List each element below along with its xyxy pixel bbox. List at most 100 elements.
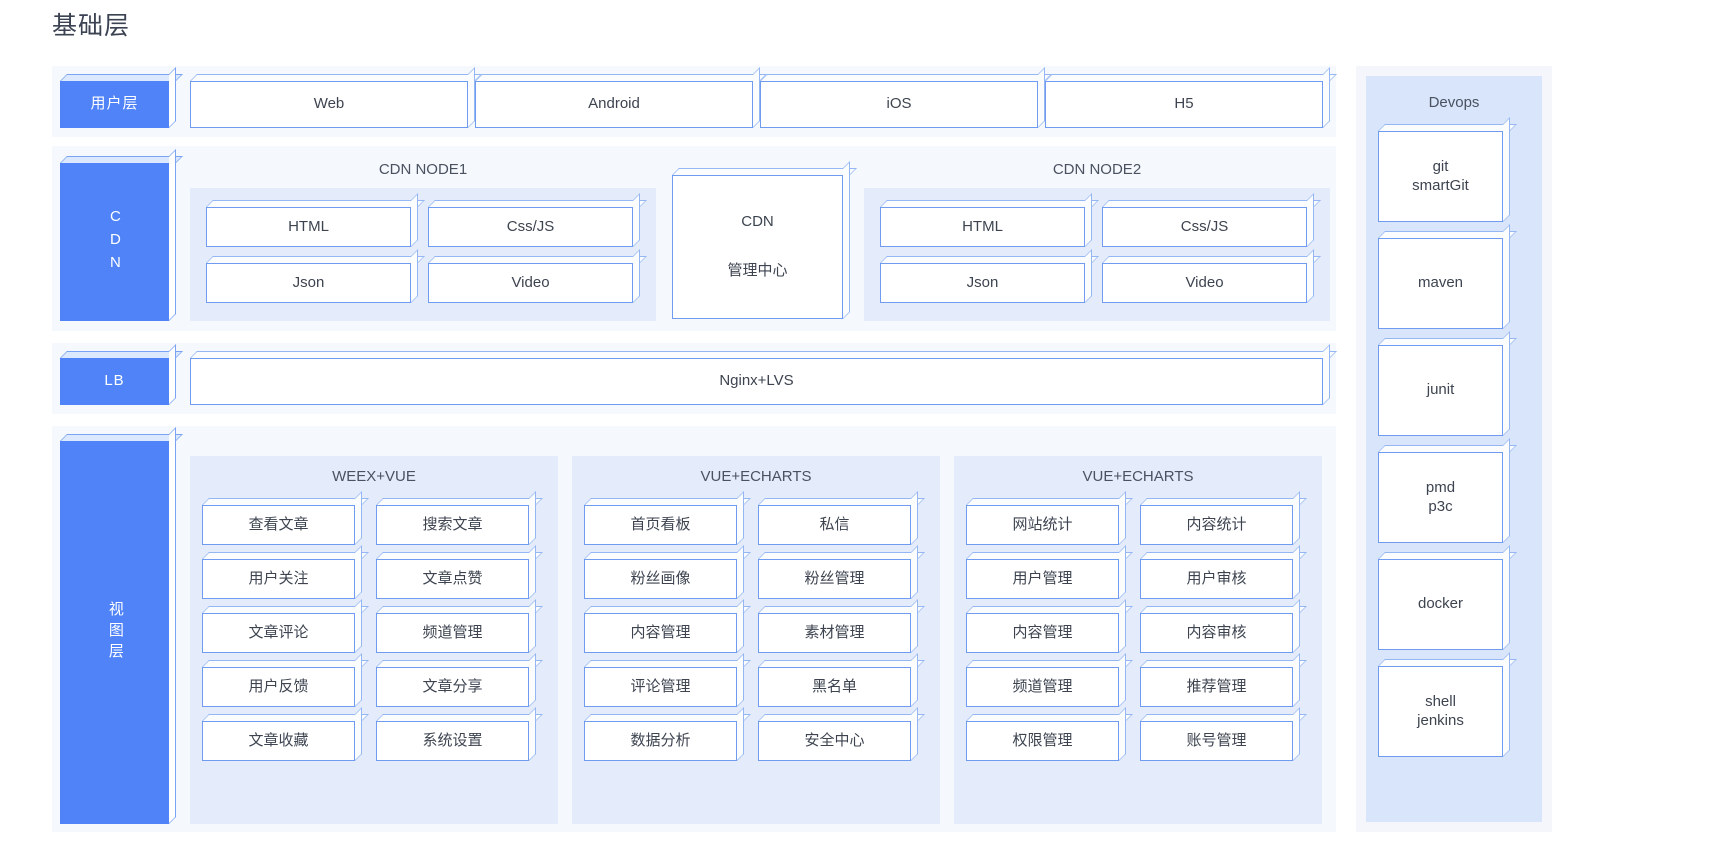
view-group-0-item-4[interactable]: 文章评论 — [202, 599, 369, 653]
view-group-2-item-8[interactable]: 权限管理 — [966, 707, 1133, 761]
view-group-1-item-4[interactable]: 内容管理 — [584, 599, 751, 653]
cdn-node1-cssjs[interactable]: Css/JS — [428, 193, 647, 247]
box-top-face — [376, 498, 543, 505]
view-group-2-item-3[interactable]: 用户审核 — [1140, 545, 1307, 599]
view-group-1-item-7[interactable]: 黑名单 — [758, 653, 925, 707]
view-group-1-item-1[interactable]: 私信 — [758, 491, 925, 545]
view-group-1-item-5[interactable]: 素材管理 — [758, 599, 925, 653]
cdn-node2-json[interactable]: Json — [880, 249, 1099, 303]
box-front-face: 内容管理 — [966, 613, 1119, 653]
view-group-2-item-6[interactable]: 频道管理 — [966, 653, 1133, 707]
box-side-face — [1038, 67, 1045, 128]
view-group-0-item-6[interactable]: 用户反馈 — [202, 653, 369, 707]
cdn-node1-html[interactable]: HTML — [206, 193, 425, 247]
view-group-0-item-8[interactable]: 文章收藏 — [202, 707, 369, 761]
view-group-1-item-0[interactable]: 首页看板 — [584, 491, 751, 545]
devops-item-0[interactable]: git smartGit — [1378, 117, 1517, 222]
view-group-0-item-5[interactable]: 频道管理 — [376, 599, 543, 653]
view-group-2-item-4[interactable]: 内容管理 — [966, 599, 1133, 653]
view-group-0-item-2[interactable]: 用户关注 — [202, 545, 369, 599]
box-top-face — [760, 74, 1052, 81]
view-group-0-item-9[interactable]: 系统设置 — [376, 707, 543, 761]
view-group-1-item-9[interactable]: 安全中心 — [758, 707, 925, 761]
view-group-0-item-0[interactable]: 查看文章 — [202, 491, 369, 545]
devops-item-4[interactable]: docker — [1378, 545, 1517, 650]
layer-label-cdn-text: CDN — [106, 207, 124, 277]
view-group-1-item-2[interactable]: 粉丝画像 — [584, 545, 751, 599]
cdn-node1-cssjs-label: Css/JS — [506, 217, 555, 235]
box-top-face — [376, 606, 543, 613]
view-group-1-item-8[interactable]: 数据分析 — [584, 707, 751, 761]
view-group-0-item-0-label: 查看文章 — [248, 515, 309, 533]
layer-label-user-text: 用户层 — [90, 95, 139, 113]
box-side-face — [1119, 653, 1126, 707]
platform-android[interactable]: Android — [475, 67, 767, 128]
lb-nginx-lvs-label: Nginx+LVS — [719, 372, 794, 390]
box-side-face — [355, 545, 362, 599]
box-top-face — [758, 660, 925, 667]
box-front-face: 素材管理 — [758, 613, 911, 653]
cdn-node2-cssjs[interactable]: Css/JS — [1102, 193, 1321, 247]
cdn-node2-title: CDN NODE2 — [1052, 161, 1142, 178]
box-front-face: 文章分享 — [376, 667, 529, 707]
box-top-face — [190, 74, 482, 81]
view-group-2-item-1[interactable]: 内容统计 — [1140, 491, 1307, 545]
box-front-face: 文章点赞 — [376, 559, 529, 599]
view-group-1-item-9-label: 安全中心 — [804, 731, 865, 749]
box-front-face: 查看文章 — [202, 505, 355, 545]
view-group-2-item-9[interactable]: 账号管理 — [1140, 707, 1307, 761]
box-front-face: 搜索文章 — [376, 505, 529, 545]
devops-item-5[interactable]: shell jenkins — [1378, 652, 1517, 757]
view-group-0-item-7[interactable]: 文章分享 — [376, 653, 543, 707]
view-group-0-item-3[interactable]: 文章点赞 — [376, 545, 543, 599]
cdn-node1-title: CDN NODE1 — [378, 161, 468, 178]
cdn-node2-html[interactable]: HTML — [880, 193, 1099, 247]
box-front-face: 首页看板 — [584, 505, 737, 545]
platform-android-label: Android — [588, 95, 640, 113]
box-front-face: 用户层 — [60, 81, 169, 128]
cdn-management-center[interactable]: CDN 管理中心 — [672, 161, 857, 319]
view-group-1-item-3[interactable]: 粉丝管理 — [758, 545, 925, 599]
cdn-node2-video[interactable]: Video — [1102, 249, 1321, 303]
box-side-face — [1119, 707, 1126, 761]
box-top-face — [60, 156, 183, 163]
cdn-node1-json[interactable]: Json — [206, 249, 425, 303]
devops-item-2-label: junit — [1426, 381, 1455, 399]
lb-nginx-lvs[interactable]: Nginx+LVS — [190, 344, 1337, 405]
cdn-node1-video[interactable]: Video — [428, 249, 647, 303]
view-group-2-item-5[interactable]: 内容审核 — [1140, 599, 1307, 653]
view-group-1-item-6[interactable]: 评论管理 — [584, 653, 751, 707]
platform-h5-label: H5 — [1174, 95, 1194, 113]
box-front-face: CDN 管理中心 — [672, 175, 843, 319]
box-side-face — [737, 545, 744, 599]
view-group-0-item-1-label: 搜索文章 — [422, 515, 483, 533]
devops-item-1[interactable]: maven — [1378, 224, 1517, 329]
box-front-face: 评论管理 — [584, 667, 737, 707]
box-top-face — [758, 498, 925, 505]
cdn-center-line1: CDN — [741, 213, 774, 231]
box-top-face — [1140, 606, 1307, 613]
devops-item-1-label: maven — [1417, 274, 1464, 292]
box-side-face — [1119, 599, 1126, 653]
box-side-face — [1085, 193, 1092, 247]
view-group-1-item-2-label: 粉丝画像 — [630, 569, 691, 587]
box-top-face — [1378, 231, 1517, 238]
platform-web[interactable]: Web — [190, 67, 482, 128]
devops-item-3[interactable]: pmd p3c — [1378, 438, 1517, 543]
platform-ios[interactable]: iOS — [760, 67, 1052, 128]
box-front-face: 粉丝画像 — [584, 559, 737, 599]
layer-label-cdn: CDN — [60, 149, 183, 321]
box-side-face — [911, 545, 918, 599]
devops-item-2[interactable]: junit — [1378, 331, 1517, 436]
view-group-2-item-7[interactable]: 推荐管理 — [1140, 653, 1307, 707]
view-group-0-item-1[interactable]: 搜索文章 — [376, 491, 543, 545]
box-front-face: Css/JS — [1102, 207, 1307, 247]
view-group-2-item-2[interactable]: 用户管理 — [966, 545, 1133, 599]
box-top-face — [584, 606, 751, 613]
view-group-0-item-2-label: 用户关注 — [248, 569, 309, 587]
box-front-face: Json — [206, 263, 411, 303]
platform-h5[interactable]: H5 — [1045, 67, 1337, 128]
box-top-face — [376, 660, 543, 667]
view-group-2-item-0[interactable]: 网站统计 — [966, 491, 1133, 545]
